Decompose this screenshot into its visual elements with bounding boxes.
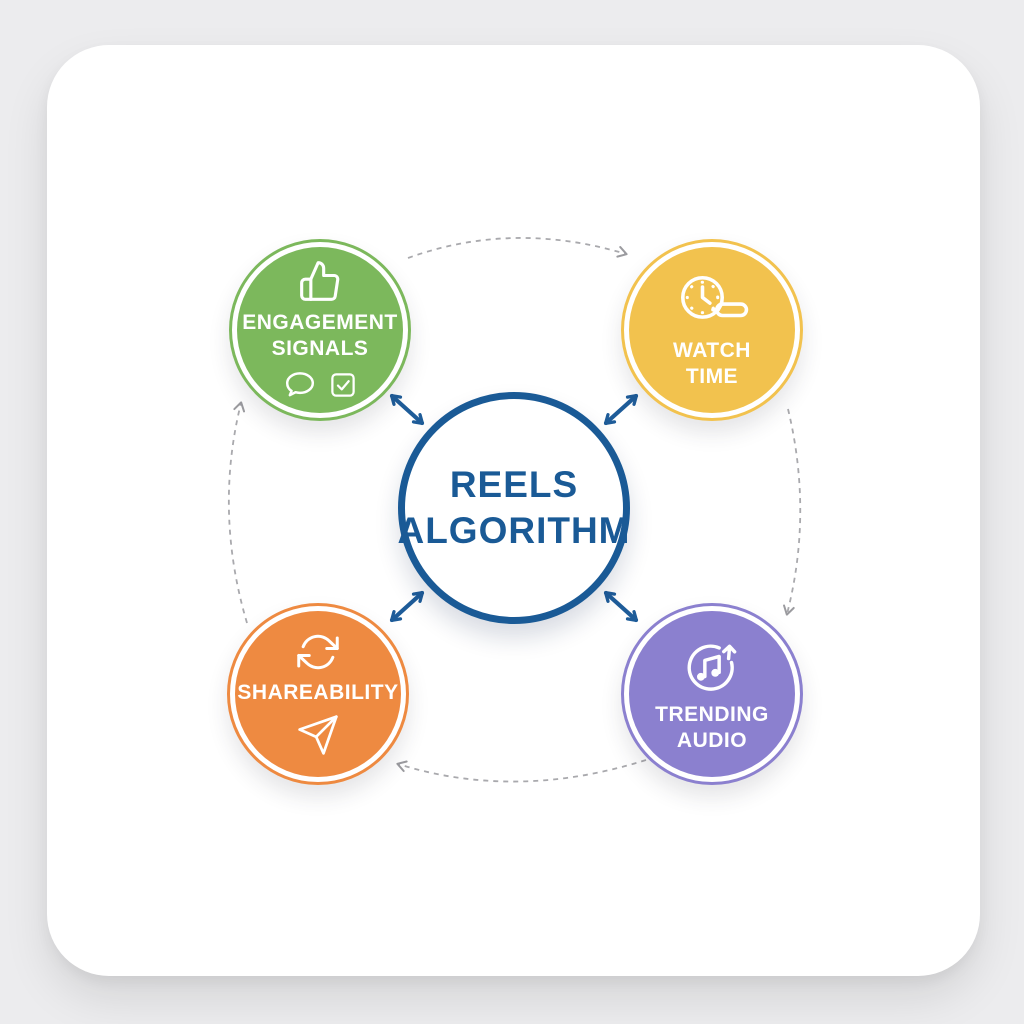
center-node-reels-algorithm[interactable]: REELS ALGORITHM (397, 392, 631, 624)
refresh-icon (297, 631, 339, 673)
clock-duration-icon (674, 271, 750, 331)
node-shareability-body: SHAREABILITY (235, 611, 401, 777)
paper-plane-icon (295, 713, 341, 757)
node-label: WATCH TIME (673, 338, 751, 388)
node-watch-time-body: WATCH TIME (629, 247, 795, 413)
trending-music-icon (681, 635, 743, 695)
thumbs-up-icon (298, 259, 342, 303)
center-link-arrow-bottom-left (389, 590, 425, 623)
cycle-arc-bottom (396, 759, 647, 783)
cycle-arc-left (227, 401, 248, 624)
node-engagement-signals[interactable]: ENGAGEMENT SIGNALS (229, 239, 411, 421)
node-engagement-signals-body: ENGAGEMENT SIGNALS (237, 247, 403, 413)
node-shareability[interactable]: SHAREABILITY (227, 603, 409, 785)
center-link-arrow-top-left (389, 393, 425, 426)
check-square-icon (328, 370, 358, 400)
node-label: SHAREABILITY (237, 681, 399, 705)
node-label: TRENDING AUDIO (655, 702, 769, 752)
center-link-arrow-bottom-right (603, 590, 639, 623)
node-watch-time[interactable]: WATCH TIME (621, 239, 803, 421)
center-link-arrow-top-right (603, 393, 639, 426)
chat-bubble-icon (282, 369, 318, 401)
node-trending-audio[interactable]: TRENDING AUDIO (621, 603, 803, 785)
cycle-arc-top (407, 237, 628, 259)
center-node-label: REELS ALGORITHM (397, 463, 631, 551)
cycle-arc-right (783, 408, 802, 616)
node-label: ENGAGEMENT SIGNALS (242, 311, 398, 360)
node-trending-audio-body: TRENDING AUDIO (629, 611, 795, 777)
